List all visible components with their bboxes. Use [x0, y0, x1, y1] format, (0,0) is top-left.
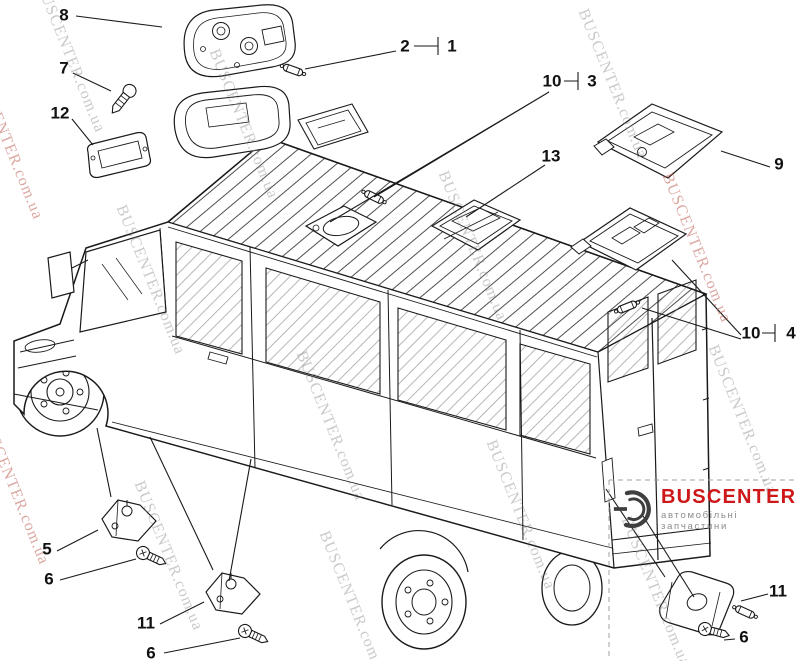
rear-wheel	[379, 530, 469, 650]
part-bulb-11b	[730, 602, 760, 622]
front-grille	[13, 339, 99, 411]
cut-lines	[608, 479, 798, 659]
callout-6c: 6	[739, 628, 748, 647]
part-lamp-frame	[173, 85, 291, 159]
part-screw-6b	[235, 621, 271, 649]
logo-brand-text: BUSCENTER	[661, 486, 797, 508]
van-drawing	[13, 103, 712, 650]
part-lamp-4	[570, 207, 688, 271]
callout-13: 13	[542, 147, 561, 166]
callout-6a: 6	[44, 570, 53, 589]
callout-11a: 11	[137, 614, 155, 633]
exploded-parts	[86, 4, 760, 649]
callout-2: 2	[400, 37, 409, 56]
callout-3: 3	[587, 72, 596, 91]
callout-11b: 11	[769, 582, 787, 601]
callout-12: 12	[51, 104, 70, 123]
callout-1: 1	[447, 37, 456, 56]
callout-9: 9	[774, 155, 783, 174]
part-switch-5	[101, 499, 157, 542]
part-switch-11a	[205, 572, 261, 615]
door-seams	[111, 227, 613, 549]
callout-5: 5	[42, 540, 51, 559]
part-lamp-12	[86, 131, 152, 179]
callout-10b: 10	[742, 324, 761, 343]
part-dome-lamp-front	[183, 4, 296, 78]
door-handle	[207, 351, 229, 365]
part-lamp-3	[304, 205, 378, 247]
callout-6b: 6	[146, 644, 155, 661]
callout-4: 4	[786, 324, 796, 343]
van-roof	[166, 137, 708, 353]
roof-gutter-line	[167, 226, 598, 358]
roof-vent	[297, 103, 369, 150]
logo-tagline-text: автомобільні запчастини	[661, 510, 739, 532]
callout-7: 7	[59, 59, 68, 78]
part-screw-6a	[133, 543, 169, 571]
side-mirror	[47, 251, 89, 299]
part-lamp-9	[593, 103, 724, 179]
callout-8: 8	[59, 6, 68, 25]
callout-10a: 10	[543, 72, 562, 91]
buscenter-logo-icon	[613, 490, 651, 529]
rear-doors	[601, 279, 712, 561]
part-lamp-13	[430, 199, 522, 251]
part-bulb-2	[278, 61, 308, 79]
leader-lines	[56, 15, 776, 654]
side-windows	[175, 241, 591, 455]
part-lamp-11b	[659, 570, 735, 636]
part-screw-7	[111, 83, 137, 114]
callout-labels: 8 2 1 7 12 10 3 13 9 10 4 5 6 11 6 11 6	[42, 6, 796, 661]
buscenter-logo: BUSCENTER автомобільні запчастини	[612, 486, 800, 532]
